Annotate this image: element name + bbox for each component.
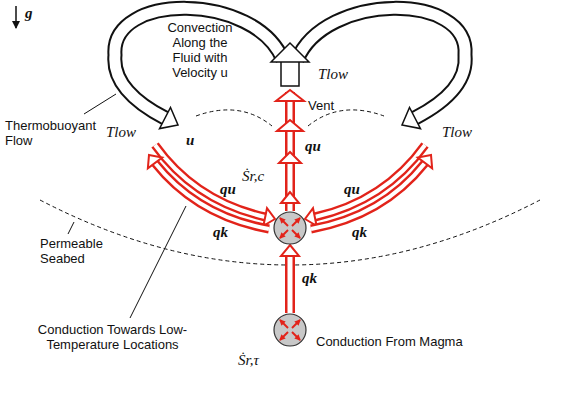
radiating-arrow	[292, 230, 300, 238]
heat-flux-symbol: qk	[352, 224, 367, 240]
source-circle-outline	[274, 314, 306, 346]
radiating-arrow	[280, 218, 288, 226]
vent-head	[279, 152, 301, 163]
conduction-note: Conduction Towards Low-Temperature Locat…	[25, 322, 200, 352]
source-circle-shape	[273, 211, 307, 245]
seabed-label: Permeable Seabed	[40, 236, 115, 266]
flow-up-head	[271, 43, 309, 62]
gravity-symbol: g	[25, 5, 33, 21]
heat-flux-symbol: qu	[344, 181, 360, 197]
flow-loop-head	[160, 107, 179, 128]
flux-band-head	[418, 155, 432, 168]
flow-loop-mirror	[297, 8, 465, 118]
flux-band-head	[148, 155, 162, 168]
radiating-arrow	[280, 230, 288, 238]
magma-note: Conduction From Magma	[316, 334, 463, 349]
flux-band-outline	[311, 155, 431, 229]
seabed-boundary	[196, 110, 272, 126]
vent-head	[281, 192, 299, 203]
heat-flux-symbol: qu	[305, 138, 321, 154]
source-circle-outline	[274, 212, 306, 244]
flow-loop-mirror	[402, 107, 421, 128]
radiating-arrow	[292, 332, 300, 340]
flow-loop-outline	[115, 8, 283, 118]
vent-label: Vent	[308, 98, 334, 113]
source-circle-shape	[273, 313, 307, 347]
flow-loop-head	[402, 107, 421, 128]
vent-head	[277, 120, 303, 131]
temperature-symbol: Tlow	[106, 124, 136, 140]
vent-head	[276, 90, 304, 101]
flux-band-outline	[149, 155, 269, 229]
flux-band-head	[305, 208, 317, 226]
convection-note: Convection Along the Fluid with Velocity…	[160, 20, 240, 80]
heat-flux-symbol: qu	[220, 181, 236, 197]
flow-loop-fill	[115, 8, 283, 118]
flow-loop-fill	[297, 8, 465, 118]
leader-line	[130, 206, 186, 318]
heat-flux-bands	[305, 145, 432, 229]
leader-line	[68, 222, 74, 234]
flux-band-inner	[149, 155, 269, 229]
heat-flux-symbol: qk	[302, 270, 317, 286]
arrow-shaft	[285, 256, 295, 313]
source-symbol: Ṡr,c	[242, 168, 264, 184]
heat-flux-symbol: qk	[213, 224, 228, 240]
heat-conduction-arrow	[281, 245, 299, 313]
temperature-symbol: Tlow	[442, 124, 472, 140]
leader-line	[84, 94, 116, 114]
flow-note: Thermobuoyant Flow	[5, 118, 105, 148]
gravity-arrow	[15, 6, 17, 28]
source-symbol: Ṡr,τ	[238, 352, 259, 368]
flow-loop-mirror	[297, 8, 465, 118]
heat-source-circle: Ṡr,τ	[273, 313, 307, 347]
arrow-head	[281, 245, 299, 256]
arrow-shaft-inner	[288, 256, 293, 313]
flux-band-inner	[311, 155, 431, 229]
velocity-symbol: u	[186, 132, 194, 148]
temperature-symbol: Tlow	[318, 66, 348, 82]
radiating-arrow	[280, 320, 288, 328]
flux-band-head	[263, 208, 275, 226]
radiating-arrow	[292, 218, 300, 226]
heat-flux-bands	[148, 145, 275, 229]
flow-loop-outline	[297, 8, 465, 118]
radiating-arrow	[280, 332, 288, 340]
radiating-arrow	[292, 320, 300, 328]
heat-source-circle: Ṡr,c	[273, 211, 307, 245]
